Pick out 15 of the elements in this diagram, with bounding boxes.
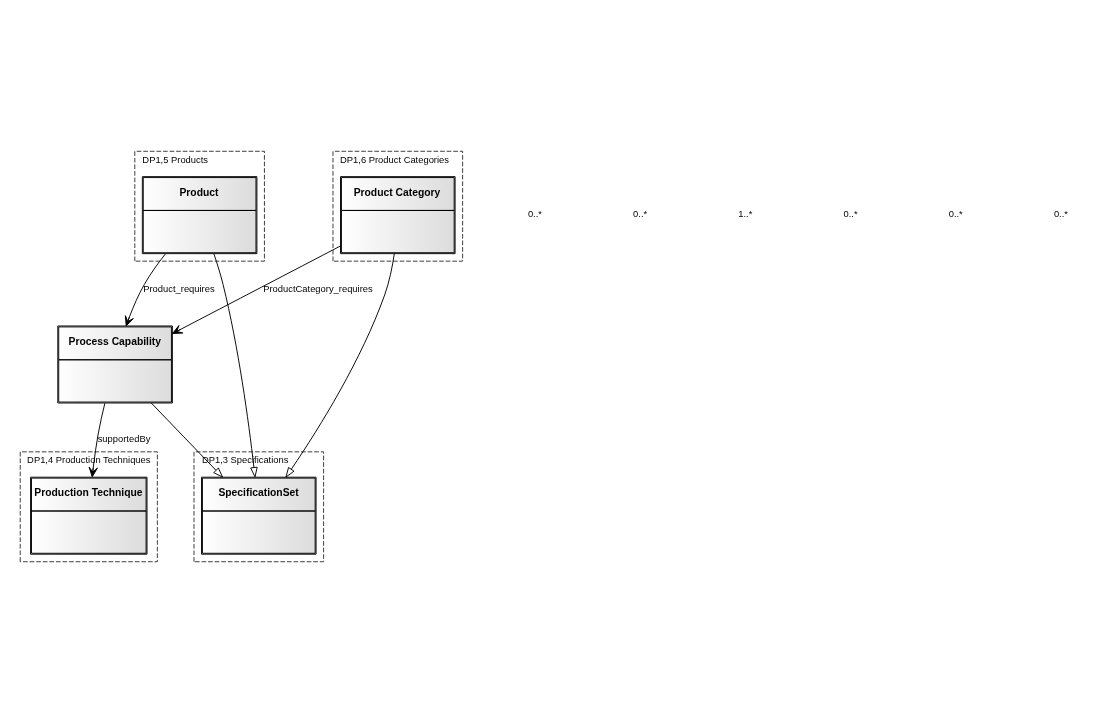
arrow	[213, 253, 258, 478]
edge-label: Product_requires	[143, 283, 215, 295]
arrow	[285, 253, 395, 478]
edge-label: supportedBy	[97, 432, 151, 444]
label: 0..*	[948, 208, 963, 220]
edge-label: ProductCategory_requires	[263, 283, 373, 295]
label: 0..*	[1053, 208, 1068, 220]
arrow	[150, 402, 223, 478]
label: 0..*	[843, 208, 858, 220]
label: 0..*	[633, 208, 648, 220]
arrow	[124, 253, 166, 327]
label: 1..*	[738, 208, 753, 220]
arrow	[172, 245, 341, 335]
label: 0..*	[527, 208, 542, 220]
arrow	[88, 402, 106, 478]
